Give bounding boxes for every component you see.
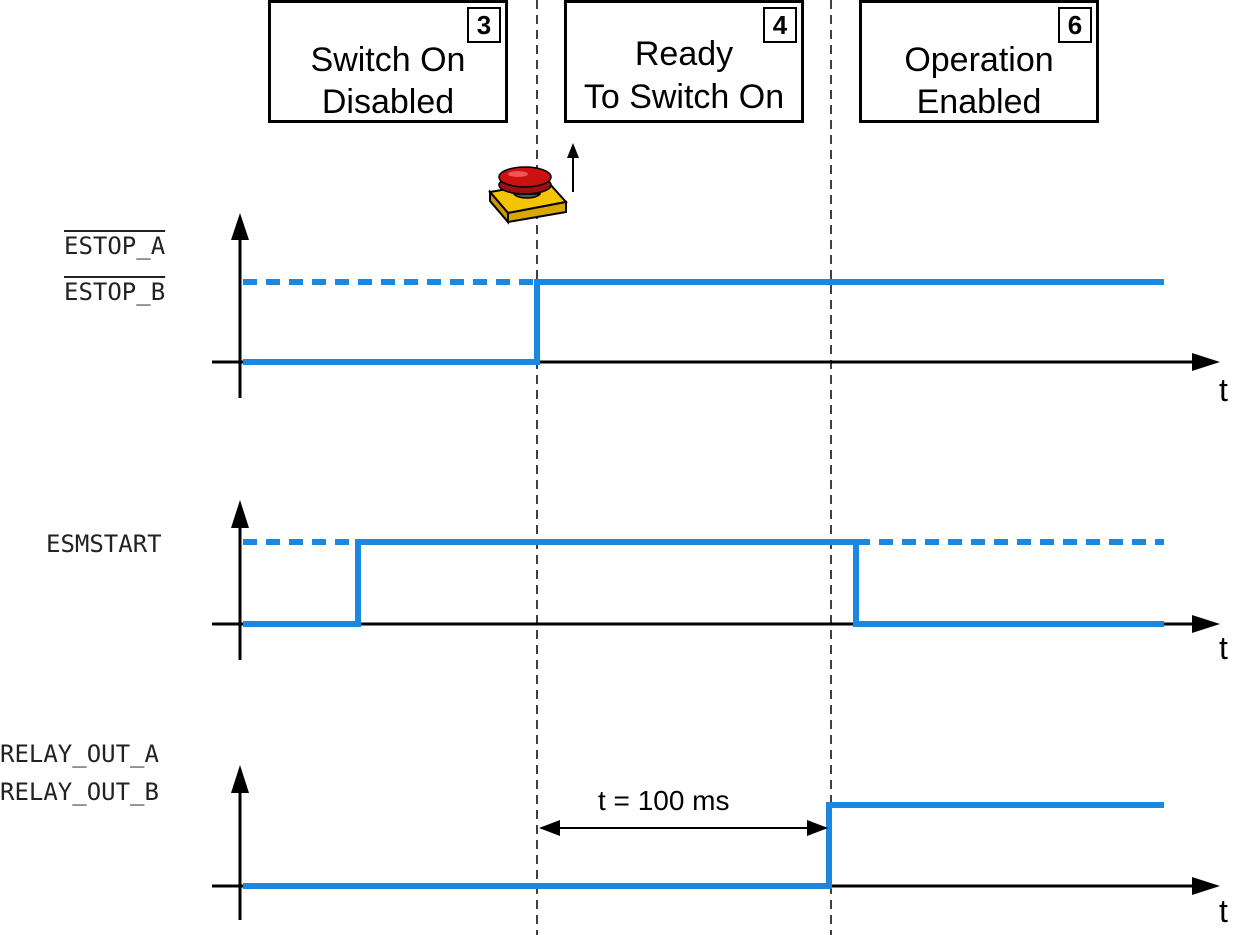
state-operation-enabled: 6 Operation Enabled [859, 0, 1099, 123]
state-number-6: 6 [1058, 7, 1092, 43]
time-axis-label-esmstart: t [1219, 630, 1228, 666]
esmstart-axes [212, 500, 1220, 660]
signal-label-esmstart: ESMSTART [46, 530, 162, 558]
release-up-arrow-icon [567, 143, 579, 192]
state-label-line-1: Switch On [310, 41, 466, 79]
signal-label-relay-out-a: RELAY_OUT_A [0, 740, 159, 768]
state-label-line-1: Ready [634, 35, 734, 73]
time-axis-label-relay: t [1219, 893, 1228, 929]
duration-arrowhead-left [539, 820, 560, 836]
relay-trace [243, 802, 1164, 889]
emergency-stop-button-icon [488, 166, 568, 225]
signal-label-estop-b: ESTOP_B [64, 278, 166, 306]
estop-axes [212, 213, 1220, 398]
state-ready-to-switch-on: 4 Ready To Switch On [564, 0, 804, 123]
state-label-line-1: Operation [904, 41, 1054, 79]
duration-arrowhead-right [807, 820, 828, 836]
state-label-line-2: Disabled [321, 83, 455, 121]
state-label-line-2: Enabled [916, 83, 1042, 121]
signal-label-estop-a: ESTOP_A [64, 232, 166, 260]
state-label-line-2: To Switch On [583, 78, 785, 116]
signal-label-relay-out-b: RELAY_OUT_B [0, 778, 159, 806]
state-switch-on-disabled: 3 Switch On Disabled [268, 0, 508, 123]
state-number-3: 3 [467, 7, 501, 43]
duration-label: t = 100 ms [598, 785, 730, 816]
estop-trace [243, 279, 1164, 365]
esmstart-trace [243, 539, 1164, 627]
time-axis-label-estop: t [1219, 372, 1228, 408]
state-number-4: 4 [763, 7, 797, 43]
